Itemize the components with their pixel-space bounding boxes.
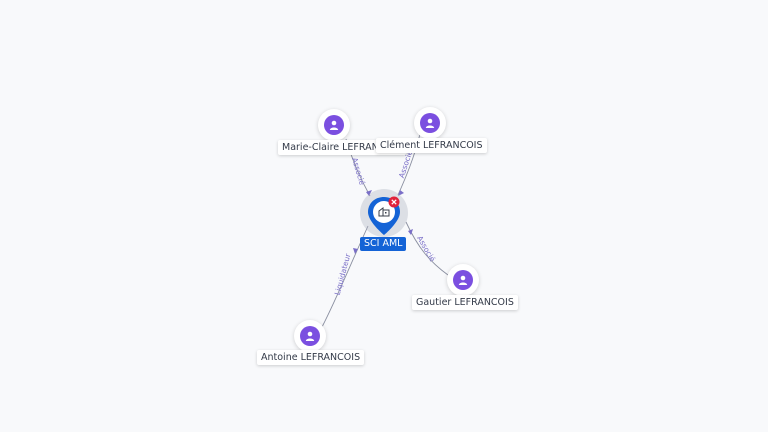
edge-label-antoine: Liquidateur [333,252,353,296]
company-label[interactable]: SCI AML [360,237,407,251]
edge-label-gautier: Associé [415,234,437,263]
building-icon [378,207,390,217]
user-icon [420,113,440,133]
person-avatar[interactable] [318,109,350,141]
user-icon [324,115,344,135]
edge-arrow-marie [366,190,372,196]
person-avatar[interactable] [294,320,326,352]
edge-arrow-antoine [353,248,358,254]
edge-label-marie: Associé [350,156,367,186]
person-label[interactable]: Marie-Claire LEFRANCOIS [278,140,406,155]
close-icon[interactable] [388,196,400,208]
person-avatar[interactable] [447,264,479,296]
person-label[interactable]: Antoine LEFRANCOIS [257,350,365,365]
user-icon [300,326,320,346]
edge-arrow-clement [398,190,404,196]
person-avatar[interactable] [414,107,446,139]
user-icon [453,270,473,290]
edge-arrow-gautier [408,229,413,235]
person-label[interactable]: Clément LEFRANCOIS [376,138,487,153]
person-label[interactable]: Gautier LEFRANCOIS [412,295,518,310]
edge-gautier [405,221,449,276]
